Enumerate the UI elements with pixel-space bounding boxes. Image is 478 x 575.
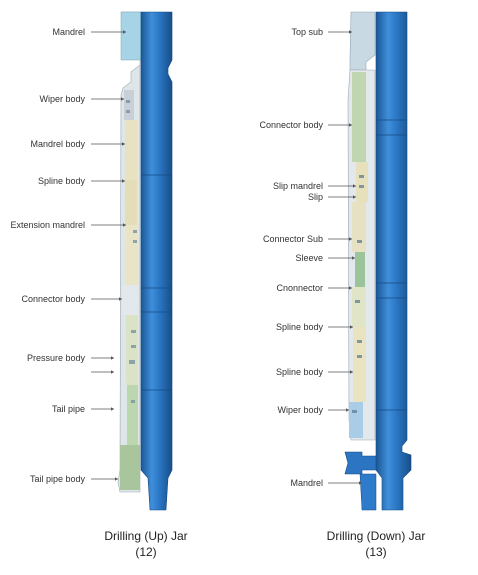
label-connector-sub: Connector Sub [263, 234, 323, 244]
label-extension-mandrel: Extension mandrel [10, 220, 85, 230]
left-caption: Drilling (Up) Jar [104, 529, 187, 543]
right-wiper-body [349, 402, 363, 438]
right-mandrel-stem [359, 473, 377, 511]
right-caption: Drilling (Down) Jar [327, 529, 426, 543]
label-slip-mandrel: Slip mandrel [273, 181, 323, 191]
label-sleeve: Sleeve [295, 253, 323, 263]
right-top-sub [349, 11, 376, 71]
right-sleeve [355, 252, 365, 287]
right-spline-body [353, 327, 366, 402]
left-seal-details [126, 100, 137, 403]
left-tail-pipe-body [120, 445, 140, 490]
label-mandrel-body: Mandrel body [30, 139, 85, 149]
label-slip: Slip [308, 192, 323, 202]
left-wiper-body [124, 90, 134, 120]
right-jar-drawing [344, 11, 412, 511]
left-mandrel-body [125, 120, 137, 180]
label-spline-body: Spline body [38, 176, 86, 186]
label-mandrel-right: Mandrel [290, 478, 323, 488]
left-labels: Mandrel Wiper body Mandrel body Spline b… [10, 27, 85, 484]
left-jar-drawing [117, 11, 173, 511]
right-connector-sub [352, 202, 366, 252]
label-connector-body-right: Connector body [259, 120, 323, 130]
left-pipe-joints [141, 174, 172, 391]
left-pipe [140, 11, 173, 511]
right-connector-body [352, 72, 366, 162]
label-spline-body-1: Spline body [276, 322, 324, 332]
right-leader-arrows [328, 30, 362, 485]
left-leader-arrows [91, 30, 126, 481]
left-pressure-body [126, 315, 138, 385]
label-tail-pipe: Tail pipe [52, 404, 85, 414]
label-mandrel: Mandrel [52, 27, 85, 37]
left-mandrel-head [120, 11, 142, 61]
right-caption-number: (13) [365, 545, 386, 559]
right-cnonnector [352, 287, 366, 327]
left-caption-number: (12) [135, 545, 156, 559]
label-cnonnector: Cnonnector [276, 283, 323, 293]
label-top-sub: Top sub [291, 27, 323, 37]
left-extension-mandrel [126, 225, 138, 285]
right-slip-mandrel [356, 162, 368, 202]
label-spline-body-2: Spline body [276, 367, 324, 377]
right-labels: Top sub Connector body Slip mandrel Slip… [259, 27, 323, 488]
right-seal-details [352, 175, 364, 413]
right-pipe [375, 11, 412, 511]
left-tail-pipe [127, 385, 138, 445]
label-pressure-body: Pressure body [27, 353, 86, 363]
label-tail-pipe-body: Tail pipe body [30, 474, 86, 484]
left-spline-body [125, 180, 137, 225]
label-wiper-body-right: Wiper body [277, 405, 323, 415]
left-connector-body [122, 285, 138, 315]
label-connector-body: Connector body [21, 294, 85, 304]
right-pipe-joints [376, 119, 407, 411]
right-mandrel-flange [344, 451, 377, 475]
label-wiper-body: Wiper body [39, 94, 85, 104]
